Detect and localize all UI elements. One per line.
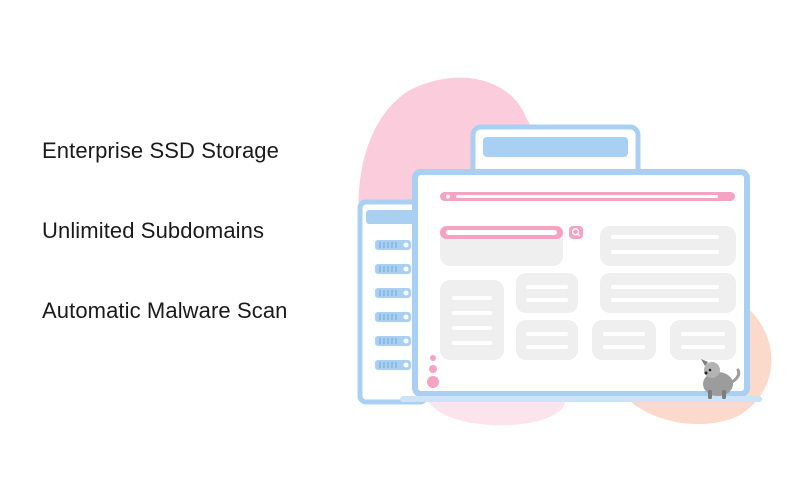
- server-rack-icon: [357, 199, 429, 405]
- feature-list: Enterprise SSD Storage Unlimited Subdoma…: [42, 0, 362, 500]
- content-card: [516, 320, 578, 360]
- content-card: [600, 273, 736, 313]
- content-card: [592, 320, 656, 360]
- main-window: [412, 169, 750, 397]
- decorative-dots: [427, 355, 439, 388]
- content-card: [670, 320, 736, 360]
- feature-item-ssd-storage: Enterprise SSD Storage: [42, 138, 279, 163]
- search-icon: [571, 228, 580, 236]
- desk-line: [400, 396, 762, 402]
- feature-item-subdomains: Unlimited Subdomains: [42, 218, 265, 243]
- content-panel: [600, 226, 736, 266]
- search-field: [440, 226, 583, 266]
- content-card: [516, 273, 578, 313]
- hosting-illustration: [340, 70, 780, 430]
- feature-item-malware-scan: Automatic Malware Scan: [42, 298, 288, 323]
- hosting-illustration-svg: [357, 77, 772, 426]
- content-card: [440, 280, 504, 360]
- dog-icon: [701, 359, 741, 399]
